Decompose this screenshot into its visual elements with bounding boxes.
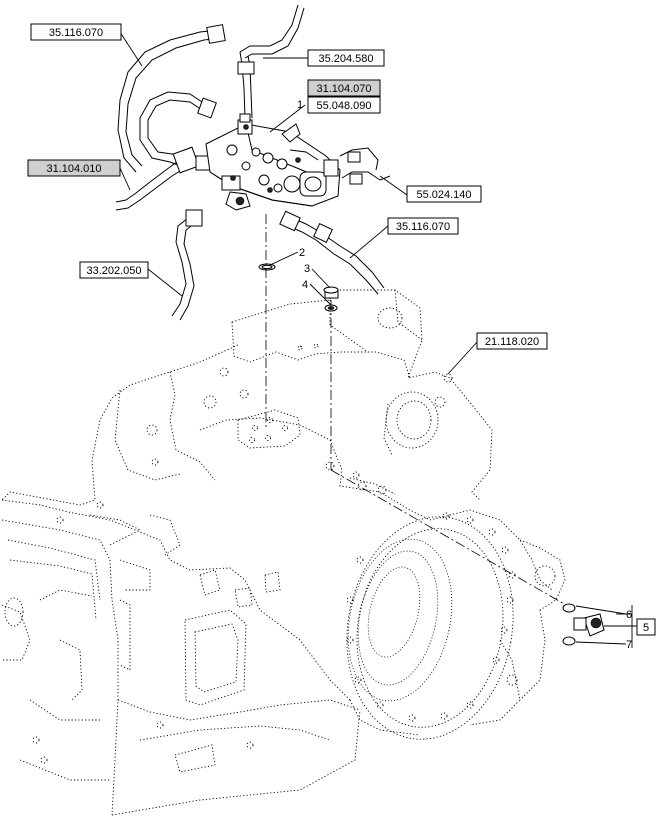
item-number-6: 6 <box>626 609 632 621</box>
ref-label: 35.204.580 <box>318 53 373 65</box>
ref-label: 33.202.050 <box>86 265 141 277</box>
ref-label: 35.116.070 <box>396 221 450 233</box>
ref-label: 31.104.010 <box>46 163 101 175</box>
item-number-2: 2 <box>299 247 305 259</box>
o-ring-part-7 <box>562 636 576 646</box>
small-parts <box>258 263 605 646</box>
item-number-5: 5 <box>643 622 649 634</box>
hydraulic-hoses <box>115 4 391 321</box>
ref-box-21-118-020[interactable]: 21.118.020 <box>476 332 548 350</box>
o-ring-part-6 <box>562 603 576 613</box>
assembly-centerlines <box>265 214 567 606</box>
ref-label: 35.116.070 <box>49 27 103 39</box>
item-number-4: 4 <box>302 279 308 291</box>
ref-label: 55.024.140 <box>416 189 471 201</box>
control-valve-assembly <box>205 113 341 211</box>
ref-label: 55.048.090 <box>316 100 371 112</box>
ref-box-35-116-070-upper[interactable]: 35.116.070 <box>30 23 122 41</box>
item-number-3: 3 <box>304 263 310 275</box>
ref-box-31-104-010[interactable]: 31.104.010 <box>27 159 121 177</box>
item-number-1: 1 <box>297 99 303 111</box>
leader-lines <box>119 31 637 648</box>
ref-box-31-104-070[interactable]: 31.104.070 <box>307 79 381 97</box>
item-number-7: 7 <box>626 639 632 651</box>
ref-box-35-204-580[interactable]: 35.204.580 <box>307 49 385 67</box>
item-box-5[interactable]: 5 <box>636 618 656 636</box>
ref-label: 21.118.020 <box>485 336 539 348</box>
ref-box-35-116-070-lower[interactable]: 35.116.070 <box>387 217 459 235</box>
transmission-housing <box>1 289 566 816</box>
ref-box-55-048-090[interactable]: 55.048.090 <box>307 96 381 114</box>
ref-label: 31.104.070 <box>316 83 371 95</box>
ref-box-33-202-050[interactable]: 33.202.050 <box>79 261 149 279</box>
ref-box-55-024-140[interactable]: 55.024.140 <box>406 185 482 203</box>
